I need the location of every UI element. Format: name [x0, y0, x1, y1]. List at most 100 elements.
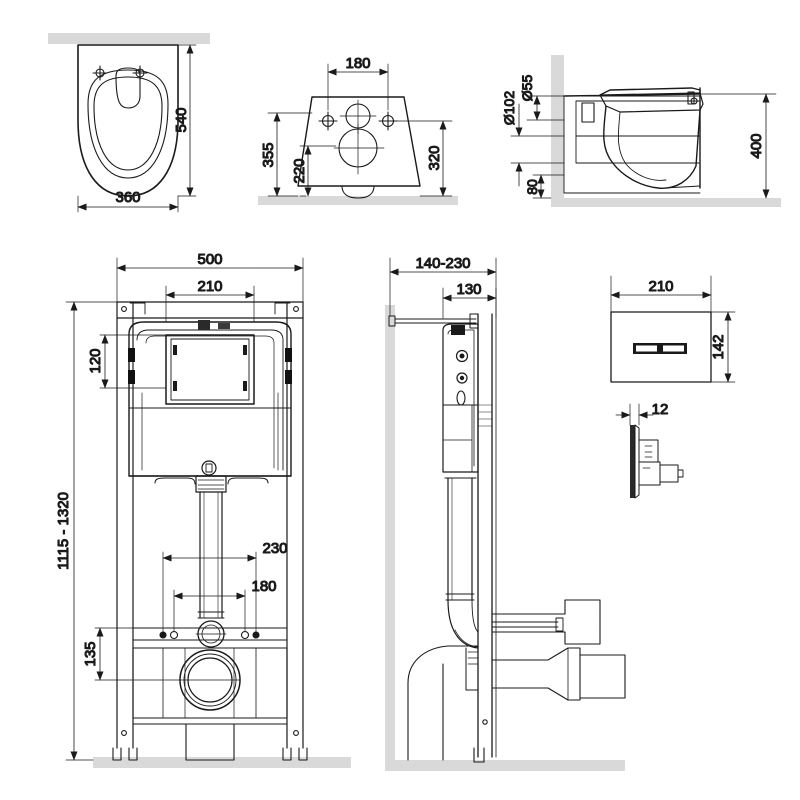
side-knob-lower: [456, 372, 468, 384]
dim-label-height-range: 1115 - 1320: [55, 492, 72, 570]
frame-foot-left: [112, 747, 138, 761]
view-plate-side: 12: [615, 400, 684, 499]
inlet-port-rect: [581, 102, 595, 123]
flush-pipe-joint: [197, 611, 225, 619]
frame-bolt-bl: [121, 730, 127, 736]
frame-mid-rail: [132, 627, 288, 641]
bowl-front-hole: [690, 97, 698, 105]
dim-label-320: 320: [426, 145, 443, 170]
frame-corner-brackets: [129, 302, 291, 315]
frame-upright-left: [116, 301, 134, 749]
dim-label-210-frame: 210: [197, 278, 222, 295]
cistern-side-fill-port: [451, 325, 465, 335]
bowl-bowl-profile: [603, 105, 701, 189]
mounting-hole-left: [92, 65, 108, 81]
view-plate-front: 210 142: [610, 275, 736, 383]
dim-label-220: 220: [291, 158, 308, 183]
clip-tl: [173, 345, 177, 355]
plate-side-face: [630, 425, 635, 498]
dim-label-540: 540: [173, 107, 190, 132]
ext-line-12: [629, 403, 640, 426]
floor-surface-bar: [258, 196, 458, 205]
cistern-inner-outline: [136, 329, 284, 471]
bolt-hole-left: [318, 111, 338, 131]
plate-side-mech-ribs: [644, 445, 653, 458]
bowl-rim-inner: [93, 76, 163, 171]
side-knob-upper-core: [459, 353, 465, 359]
view-bowl-top: 540 360: [48, 33, 210, 213]
side-floor-bar: [385, 760, 625, 771]
wall-surface-bar: [48, 33, 210, 44]
side-knob-upper: [455, 349, 469, 363]
cistern-side-outline: [442, 323, 479, 473]
frame-bolt-tl: [121, 306, 127, 312]
flush-button-small: [663, 345, 684, 352]
outlet-housing: [132, 647, 288, 719]
side-oval-port: [456, 390, 466, 406]
dim-label-140-230: 140-230: [415, 255, 470, 272]
bowl-bottom-edge: [663, 185, 701, 189]
bowl-inner-profile: [617, 111, 667, 181]
side-soil-outlet: [491, 647, 581, 701]
fill-valve-port: [198, 320, 210, 330]
dim-label-500: 500: [197, 251, 222, 268]
outlet-housing-inner-ribs: [184, 647, 235, 719]
flush-pipe-collar-ribs: [197, 479, 225, 490]
frame-upright-right: [286, 301, 304, 749]
view-frame-side: 140-230 130: [385, 254, 626, 771]
clip-br: [243, 381, 247, 391]
dim-label-80: 80: [524, 179, 540, 195]
flush-pipe: [199, 491, 223, 619]
flush-pipe-inner: [203, 491, 219, 619]
mounting-hole-right: [132, 65, 148, 81]
ext-line-120: [99, 334, 167, 389]
bowl-flush-opening: [115, 67, 141, 109]
frame-top-rail: [116, 301, 304, 319]
clip-tr: [243, 345, 247, 355]
outlet-port-line: [575, 135, 701, 164]
outlet-drop-pipe: [185, 723, 235, 761]
wall-anchor-bracket: [469, 313, 479, 329]
bolt-hole-rail-3: [240, 630, 250, 640]
dim-label-130: 130: [456, 281, 481, 298]
side-knob-lower-core: [459, 375, 465, 381]
side-outlet-upper-rod: [491, 621, 559, 628]
dim-label-230: 230: [262, 540, 287, 557]
frame-side-foot: [473, 747, 485, 763]
floor-bar-side: [551, 198, 781, 207]
dim-label-400: 400: [748, 133, 765, 158]
frame-floor-bar: [93, 757, 351, 768]
ext-line-d55: [526, 95, 565, 121]
flush-pipe-collar: [195, 475, 227, 493]
inspection-opening: [165, 334, 255, 405]
view-frame-front: 500 210 120 1115 - 1320 230 180 135: [54, 250, 351, 768]
dim-label-d102: Ø102: [501, 91, 517, 125]
dim-label-210-plate: 210: [648, 278, 673, 295]
side-bowl-bracket: [465, 647, 479, 691]
clip-bl: [173, 381, 177, 391]
bolt-hole-rail-2: [169, 630, 179, 640]
plate-side-actuator: [659, 464, 679, 483]
side-pipe-joint: [445, 593, 475, 601]
frame-bolt-br: [293, 730, 299, 736]
dim-label-135: 135: [82, 641, 99, 666]
flush-button-large: [636, 345, 657, 352]
dim-label-142: 142: [710, 334, 727, 359]
bowl-rear-outline: [297, 96, 421, 187]
view-bowl-rear: 180 355 220 320: [258, 54, 458, 205]
bolt-hole-rail-4: [252, 631, 260, 639]
side-flush-pipe: [447, 477, 473, 601]
wall-anchor-rod: [394, 318, 477, 324]
frame-foot-right: [282, 747, 308, 761]
bowl-rear-edge: [563, 95, 701, 194]
cistern-clip-left-1: [128, 348, 135, 362]
inspection-opening-inner: [170, 338, 250, 401]
cistern-side-teeth: [477, 404, 493, 427]
side-outlet-upper-nut: [555, 617, 564, 632]
cistern-side-lines: [141, 392, 279, 471]
bowl-seat-inner: [87, 69, 169, 179]
bowl-rear-bottom-curve: [341, 185, 375, 199]
cistern-foot-right: [227, 477, 269, 485]
dim-label-120: 120: [87, 348, 104, 373]
